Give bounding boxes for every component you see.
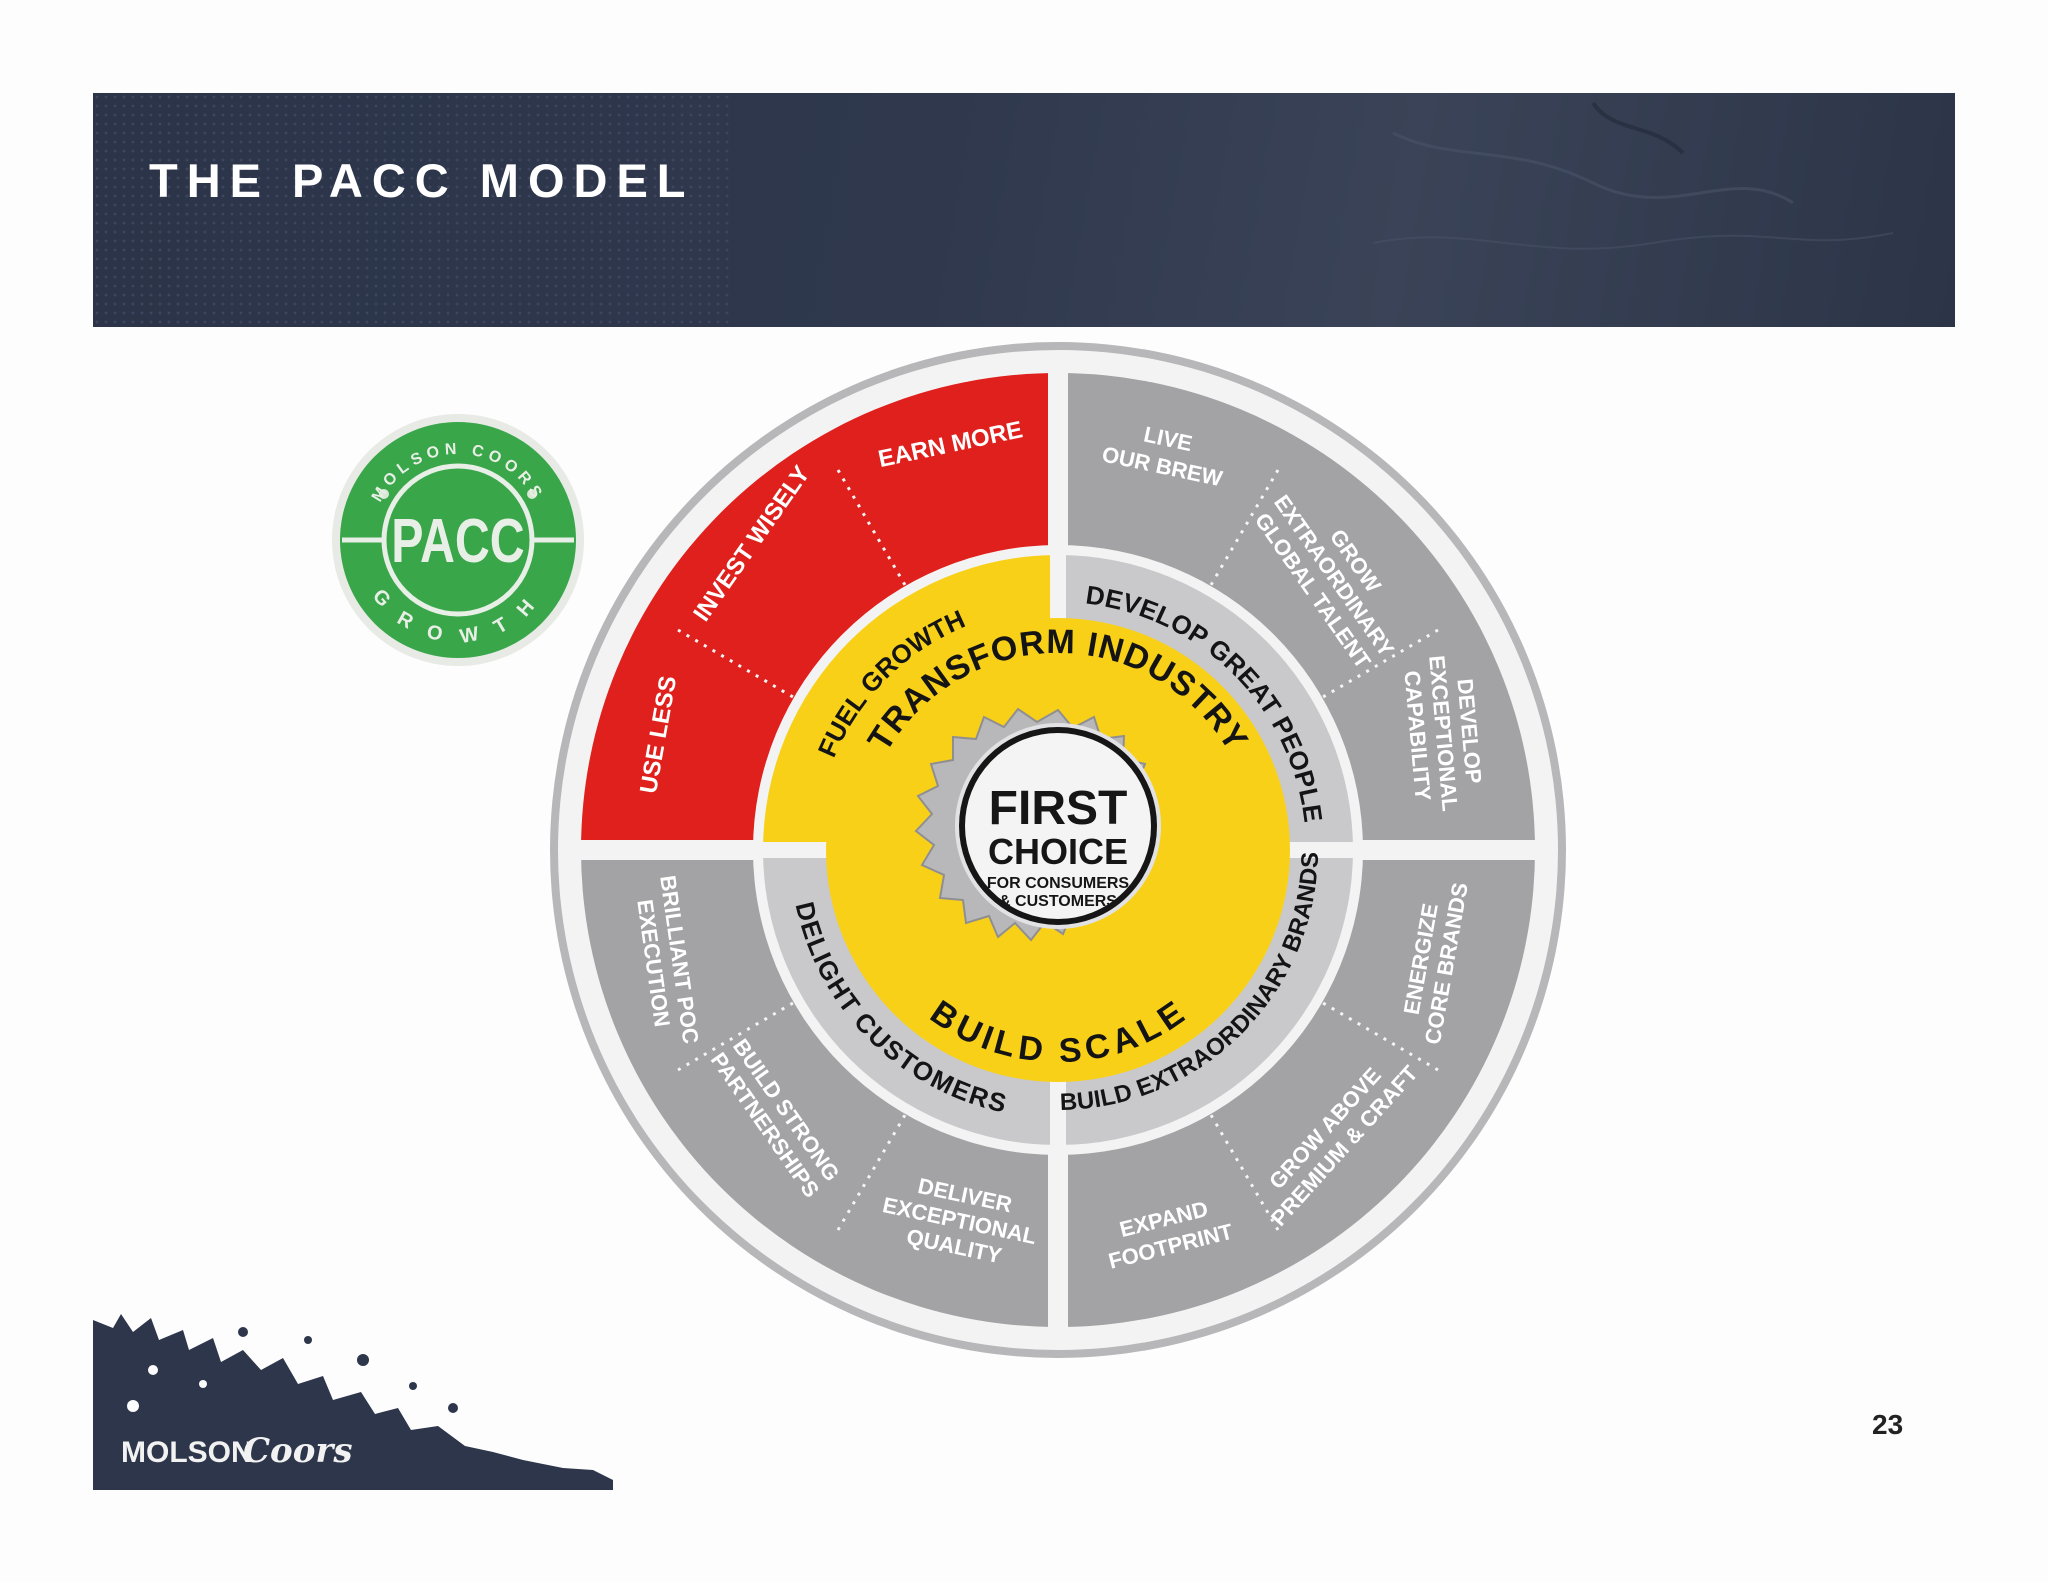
header-banner: THE PACC MODEL <box>93 93 1955 327</box>
header-texture <box>93 93 1894 327</box>
center-title-line2: CHOICE <box>988 831 1128 872</box>
bottle-cap-icon <box>914 707 1161 942</box>
logo-text-molson: MOLSON <box>121 1436 253 1469</box>
center-subtitle-line1: FOR CONSUMERS <box>987 875 1130 892</box>
center-subtitle-line2: & CUSTOMERS <box>999 893 1117 910</box>
hop-icon <box>527 489 537 499</box>
center-title-line1: FIRST <box>989 782 1128 835</box>
pacc-growth-badge: MOLSON COORS GROWTH PACC <box>332 414 584 666</box>
pacc-wheel: FIRST CHOICE FOR CONSUMERS & CUSTOMERS T… <box>550 342 1566 1358</box>
logo-text-coors: Coors <box>243 1431 352 1471</box>
hop-icon <box>379 489 389 499</box>
page-number: 23 <box>1872 1409 1904 1440</box>
badge-center-text: PACC <box>391 506 524 575</box>
outer-dividers <box>677 469 1439 1231</box>
molson-coors-logo: MOLSON Coors <box>93 1314 613 1490</box>
page-title: THE PACC MODEL <box>149 154 695 207</box>
